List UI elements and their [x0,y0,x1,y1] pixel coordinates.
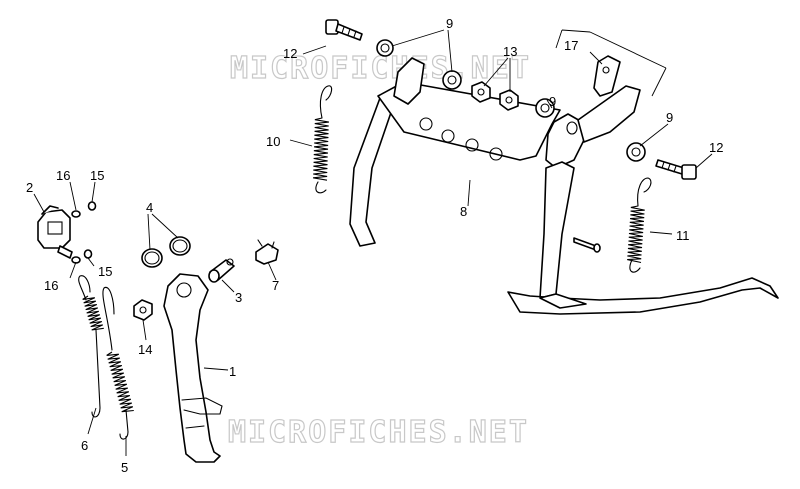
part-4-o-rings [141,236,191,268]
leader-lines [33,29,713,456]
callout-12-top: 12 [283,46,297,61]
part-12-bolt-top [325,19,363,41]
callout-6: 6 [81,438,88,453]
part-11-spring [627,177,652,273]
part-12-bolt-right [655,159,697,180]
callout-9-middle: 9 [549,94,556,109]
part-3-pin [208,258,235,283]
callout-15-bottom: 15 [98,264,112,279]
callout-4: 4 [146,200,153,215]
watermark-top: MICROFICHES.NET [230,51,531,86]
part-10-spring [313,85,333,194]
part-5-spring [102,286,134,440]
callout-10: 10 [266,134,280,149]
callout-11: 11 [676,228,690,243]
part-9-bushing-b [442,70,462,90]
part-6-spring [78,275,104,418]
callout-5: 5 [121,460,128,475]
part-15-screw-bottom [83,249,93,259]
callout-3: 3 [235,290,242,305]
callout-16-top: 16 [56,168,70,183]
part-7-rubber-stop [255,239,279,265]
callout-2: 2 [26,180,33,195]
part-9-bushing-a [376,39,394,57]
callout-16-bottom: 16 [44,278,58,293]
callout-14: 14 [138,342,152,357]
part-9-bushing-d [626,142,646,162]
callout-15-top: 15 [90,168,104,183]
callout-13: 13 [503,44,517,59]
callout-9-top: 9 [446,16,453,31]
callout-12-right: 12 [709,140,723,155]
part-15-screw-top [87,201,97,211]
callout-1: 1 [229,364,236,379]
watermark-bottom: MICROFICHES.NET [228,415,529,450]
part-17-bracket [593,55,621,97]
part-16-washer-top [71,210,81,218]
callout-7: 7 [272,278,279,293]
part-13-nut-a [471,81,491,103]
part-13-nut-b [499,89,519,111]
part-8-centre-stand [349,57,779,315]
callout-8: 8 [460,204,467,219]
callout-17: 17 [564,38,578,53]
part-2-switch [37,205,73,259]
part-1-side-stand [163,273,223,463]
callout-9-right: 9 [666,110,673,125]
part-14-nut [133,299,153,321]
